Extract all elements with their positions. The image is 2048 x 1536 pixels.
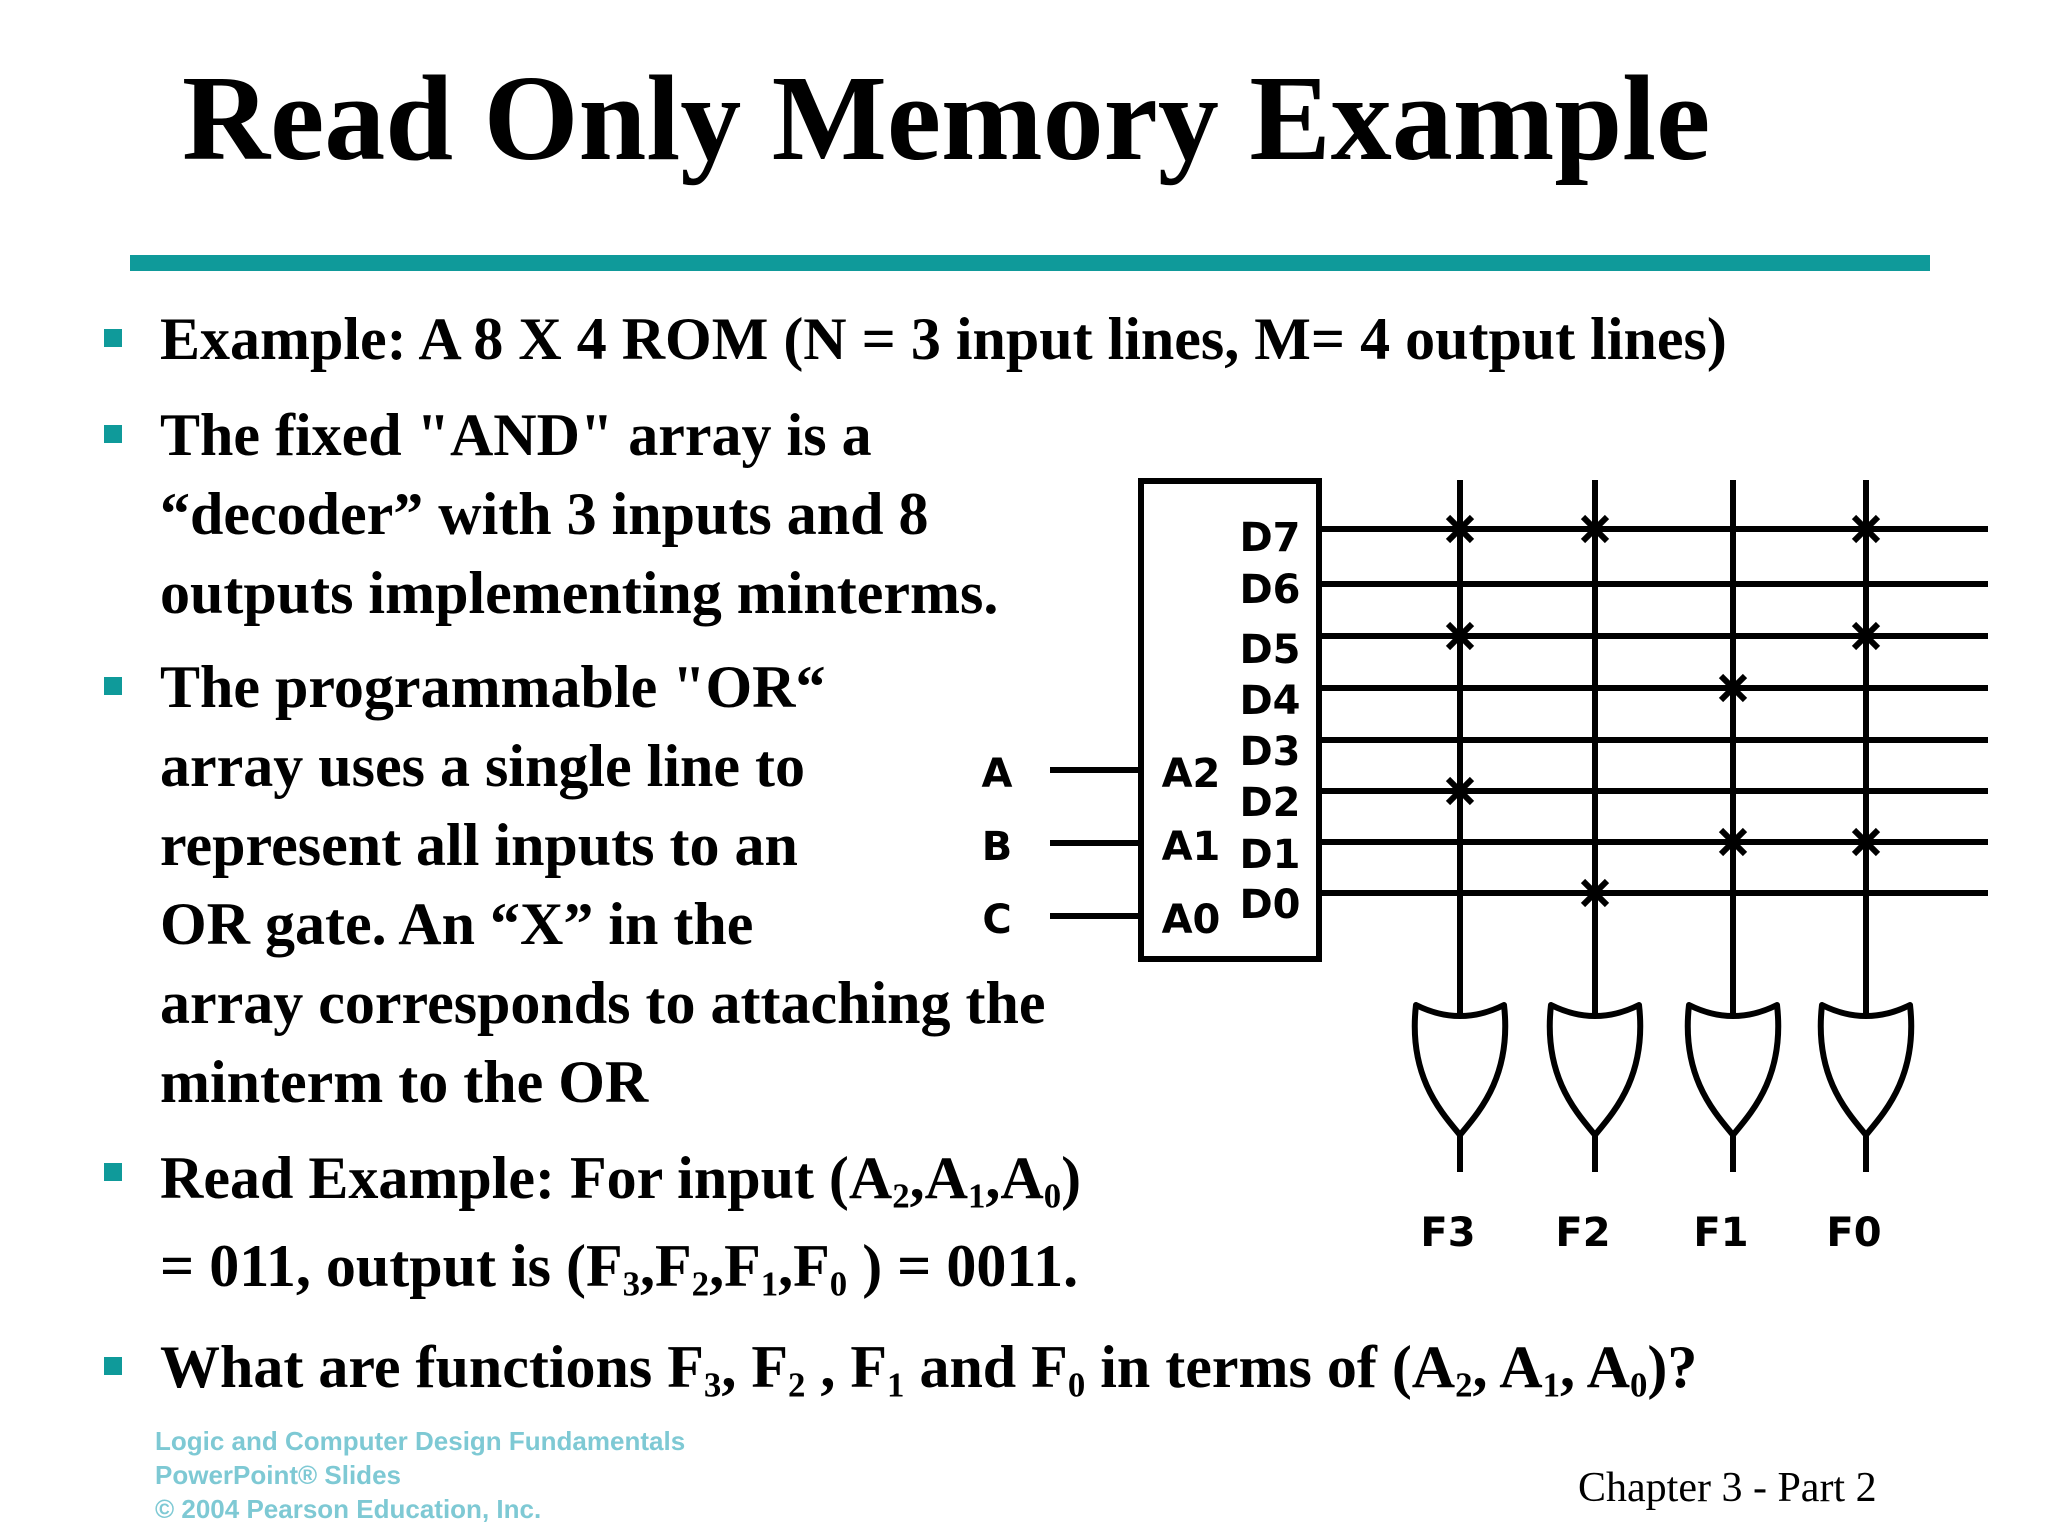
bullet-square-icon — [104, 425, 122, 443]
x-stroke — [1851, 827, 1881, 857]
connection-x-f3-d7 — [1445, 514, 1475, 544]
bullet-or-array: The programmable "OR“ array uses a singl… — [104, 648, 1046, 1122]
decoder-output-label-d3: D3 — [1239, 729, 1300, 775]
address-label-a2: A2 — [1162, 751, 1221, 797]
bullet-line: represent all inputs to an — [160, 812, 798, 878]
bullet-square-icon — [104, 677, 122, 695]
bullet-line: OR gate. An “X” in the — [160, 891, 754, 957]
bullet-square-icon — [104, 329, 122, 347]
x-stroke — [1580, 514, 1610, 544]
x-stroke — [1718, 827, 1748, 857]
publisher-footer: Logic and Computer Design Fundamentals P… — [155, 1424, 685, 1526]
footer-line: Logic and Computer Design Fundamentals — [155, 1426, 686, 1456]
x-stroke — [1718, 673, 1748, 703]
or-gate-f3 — [1411, 1002, 1509, 1138]
connection-x-f1-d4 — [1718, 673, 1748, 703]
output-label-f3: F3 — [1420, 1210, 1475, 1256]
x-stroke — [1851, 514, 1881, 544]
bullet-square-icon — [104, 1357, 122, 1375]
x-stroke — [1580, 878, 1610, 908]
address-label-a1: A1 — [1162, 824, 1221, 870]
footer-line: PowerPoint® Slides — [155, 1460, 401, 1490]
x-stroke — [1851, 514, 1881, 544]
bullet-line: The programmable "OR“ — [160, 654, 826, 720]
output-label-f2: F2 — [1555, 1210, 1610, 1256]
address-label-a0: A0 — [1162, 897, 1221, 943]
bullet-example: Example: A 8 X 4 ROM (N = 3 input lines,… — [104, 300, 1727, 379]
or-gate-f2 — [1546, 1002, 1644, 1138]
x-stroke — [1445, 621, 1475, 651]
bullet-and-array: The fixed "AND" array is a “decoder” wit… — [104, 396, 999, 633]
bullet-text: Example: A 8 X 4 ROM (N = 3 input lines,… — [160, 306, 1727, 372]
bullet-line: What are functions F3, F2 , F1 and F0 in… — [160, 1334, 1698, 1405]
bullet-line: “decoder” with 3 inputs and 8 — [160, 481, 929, 547]
decoder-output-label-d5: D5 — [1239, 627, 1300, 673]
x-stroke — [1445, 776, 1475, 806]
bullet-line: Read Example: For input (A2,A1,A0) — [160, 1145, 1082, 1216]
connection-x-f0-d7 — [1851, 514, 1881, 544]
x-stroke — [1851, 827, 1881, 857]
decoder-output-label-d7: D7 — [1239, 515, 1300, 561]
connection-x-f3-d2 — [1445, 776, 1475, 806]
output-label-f1: F1 — [1693, 1210, 1748, 1256]
bullet-line: outputs implementing minterms. — [160, 560, 999, 626]
decoder-output-label-d2: D2 — [1239, 780, 1300, 826]
connection-x-f3-d5 — [1445, 621, 1475, 651]
x-stroke — [1580, 514, 1610, 544]
connection-x-f2-d0 — [1580, 878, 1610, 908]
decoder-output-label-d6: D6 — [1239, 567, 1300, 613]
decoder-box — [1138, 478, 1322, 962]
footer-line: © 2004 Pearson Education, Inc. — [155, 1494, 542, 1524]
slide-title: Read Only Memory Example — [182, 51, 1711, 186]
x-stroke — [1718, 827, 1748, 857]
x-stroke — [1851, 621, 1881, 651]
connection-x-f0-d5 — [1851, 621, 1881, 651]
bullet-line: array corresponds to attaching the — [160, 970, 1046, 1036]
connection-x-f2-d7 — [1580, 514, 1610, 544]
x-stroke — [1445, 514, 1475, 544]
bullet-line: array uses a single line to — [160, 733, 805, 799]
or-gate-f0 — [1817, 1002, 1915, 1138]
bullet-line: The fixed "AND" array is a — [160, 402, 872, 468]
x-stroke — [1851, 621, 1881, 651]
decoder-output-label-d0: D0 — [1239, 882, 1300, 928]
bullet-square-icon — [104, 1163, 122, 1181]
bullet-read-example: Read Example: For input (A2,A1,A0) = 011… — [104, 1134, 1082, 1310]
bullet-line: = 011, output is (F3,F2,F1,F0 ) = 0011. — [160, 1233, 1079, 1304]
title-divider — [130, 255, 1930, 271]
decoder-output-label-d4: D4 — [1239, 678, 1300, 724]
x-stroke — [1445, 514, 1475, 544]
x-stroke — [1580, 878, 1610, 908]
x-stroke — [1445, 776, 1475, 806]
chapter-label: Chapter 3 - Part 2 — [1578, 1465, 1877, 1511]
bullet-line: minterm to the OR — [160, 1049, 649, 1115]
or-gate-f1 — [1684, 1002, 1782, 1138]
output-label-f0: F0 — [1826, 1210, 1881, 1256]
bullet-question: What are functions F3, F2 , F1 and F0 in… — [104, 1328, 1698, 1407]
x-stroke — [1445, 621, 1475, 651]
decoder-output-label-d1: D1 — [1239, 832, 1300, 878]
x-stroke — [1718, 673, 1748, 703]
connection-x-f1-d1 — [1718, 827, 1748, 857]
connection-x-f0-d1 — [1851, 827, 1881, 857]
